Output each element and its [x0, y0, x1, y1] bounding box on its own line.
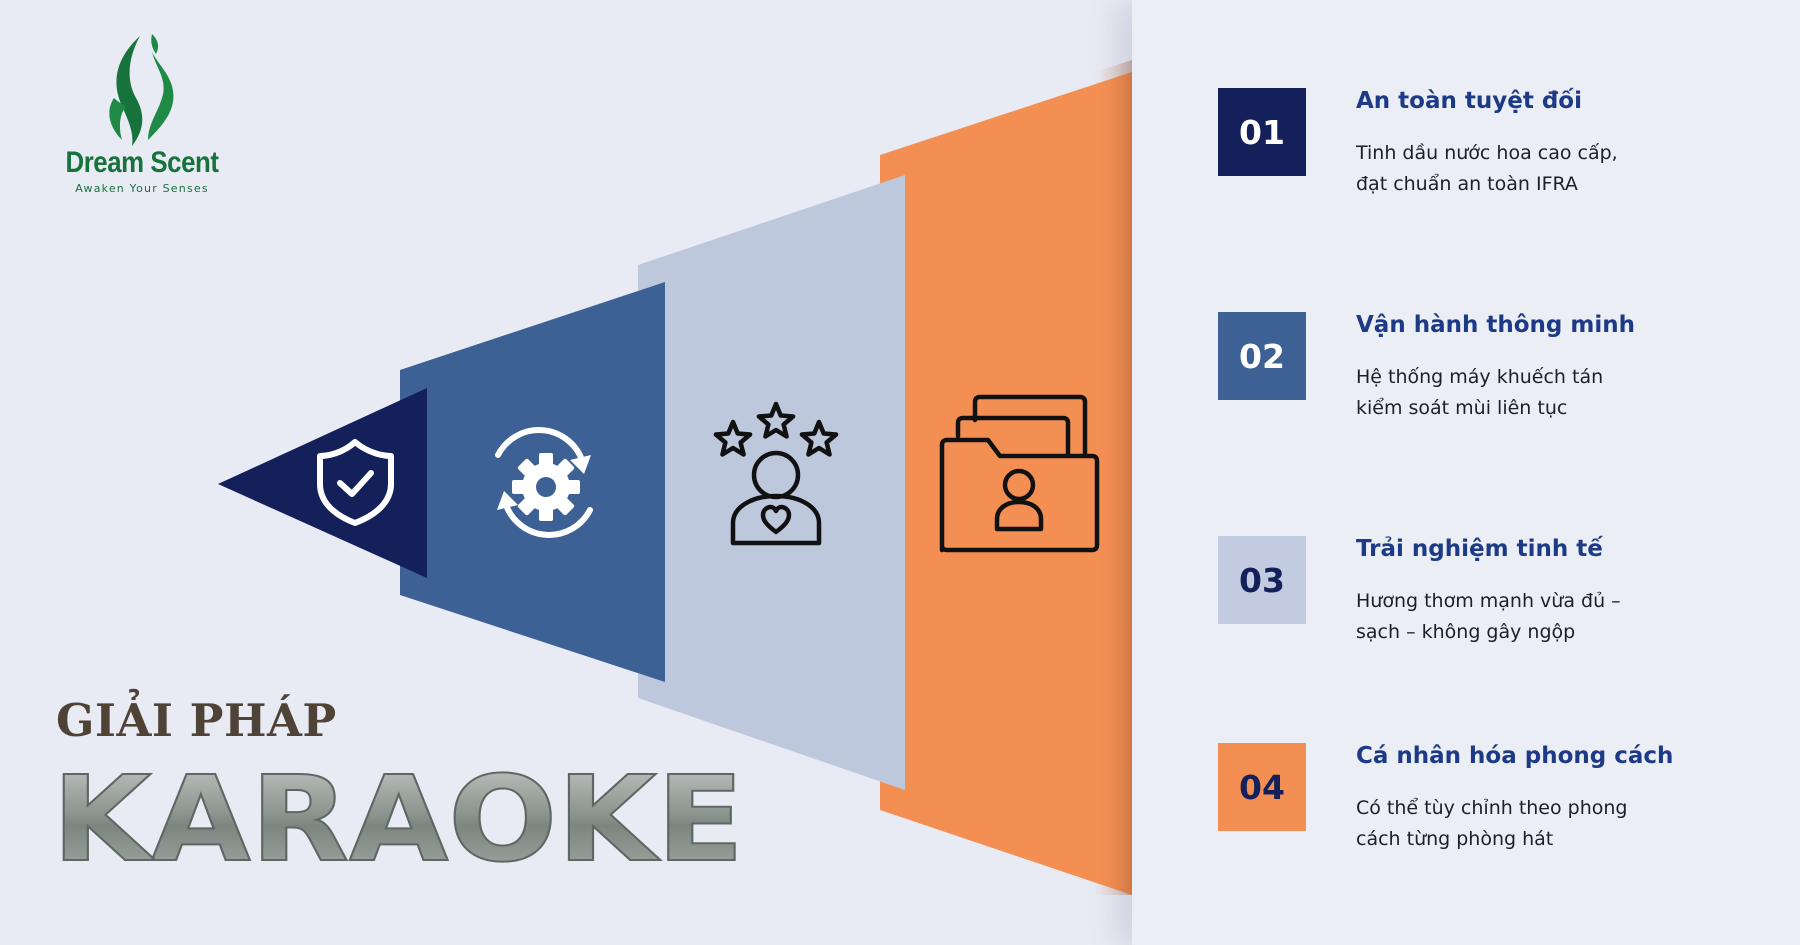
- brand-logo: Dream Scent Awaken Your Senses: [52, 28, 232, 198]
- feature-item-3: 03 Trải nghiệm tinh tế Hương thơm mạnh v…: [1218, 536, 1778, 656]
- feature-item-1: 01 An toàn tuyệt đối Tinh dầu nước hoa c…: [1218, 88, 1778, 208]
- feature-item-2: 02 Vận hành thông minh Hệ thống máy khuế…: [1218, 312, 1778, 432]
- feature-description: Hương thơm mạnh vừa đủ – sạch – không gâ…: [1356, 586, 1756, 648]
- feature-title: Vận hành thông minh: [1356, 312, 1635, 338]
- feature-description-line: cách từng phòng hát: [1356, 828, 1554, 850]
- feature-description: Có thể tùy chỉnh theo phong cách từng ph…: [1356, 793, 1756, 855]
- feature-description: Hệ thống máy khuếch tán kiểm soát mùi li…: [1356, 362, 1756, 424]
- feature-number-badge: 01: [1218, 88, 1306, 176]
- feature-item-4: 04 Cá nhân hóa phong cách Có thể tùy chỉ…: [1218, 743, 1778, 863]
- feature-description-line: Tinh dầu nước hoa cao cấp,: [1356, 142, 1618, 164]
- brand-tagline: Awaken Your Senses: [75, 182, 209, 195]
- feature-description-line: đạt chuẩn an toàn IFRA: [1356, 173, 1578, 195]
- gear-refresh-icon: [495, 427, 593, 538]
- funnel-segment-4-shade: [1095, 60, 1132, 895]
- flame-logo-icon: [109, 34, 174, 146]
- feature-description-line: sạch – không gây ngộp: [1356, 621, 1576, 643]
- heading-karaoke-text: KARAOKE: [52, 760, 744, 880]
- feature-description: Tinh dầu nước hoa cao cấp, đạt chuẩn an …: [1356, 138, 1756, 200]
- feature-description-line: Hương thơm mạnh vừa đủ –: [1356, 590, 1621, 612]
- shield-check-icon: [317, 439, 394, 526]
- feature-number-badge: 02: [1218, 312, 1306, 400]
- feature-title: Trải nghiệm tinh tế: [1356, 536, 1603, 562]
- feature-description-line: Hệ thống máy khuếch tán: [1356, 366, 1604, 388]
- user-folder-icon: [939, 394, 1100, 553]
- heading-line-1: GIẢI PHÁP: [56, 694, 337, 747]
- feature-description-line: Có thể tùy chỉnh theo phong: [1356, 797, 1628, 819]
- feature-number-badge: 03: [1218, 536, 1306, 624]
- funnel-segment-3: [638, 175, 905, 790]
- feature-description-line: kiểm soát mùi liên tục: [1356, 397, 1568, 419]
- heading-line-2: KARAOKE: [52, 760, 745, 880]
- brand-name: Dream Scent: [65, 146, 219, 179]
- feature-title: An toàn tuyệt đối: [1356, 88, 1582, 114]
- feature-number-badge: 04: [1218, 743, 1306, 831]
- funnel-diagram: [218, 60, 1132, 895]
- rating-stars-user-icon: [713, 401, 839, 546]
- feature-title: Cá nhân hóa phong cách: [1356, 743, 1674, 769]
